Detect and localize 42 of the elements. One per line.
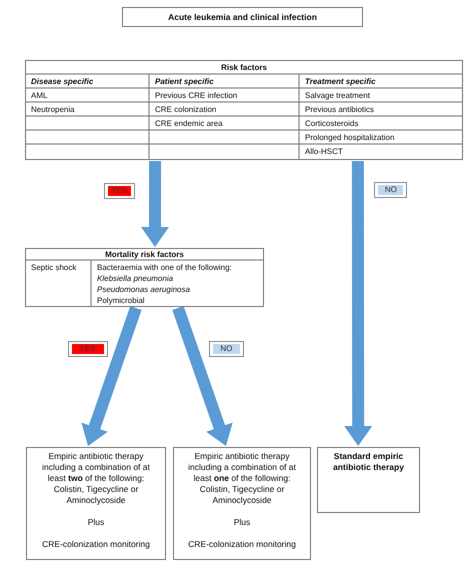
therapy-box	[317, 447, 420, 513]
table-cell: Neutropenia	[31, 104, 75, 115]
edge-label: YES	[68, 341, 108, 358]
table-cell: Corticosteroids	[305, 118, 358, 129]
process-box	[122, 7, 363, 27]
box-text: Plus	[232, 517, 252, 528]
box-text: Empiric antibiotic therapy including a combination of at least one of the following: Colistin, Tigecycline or Aminoclycoside	[187, 451, 297, 506]
table-cell: Klebsiella pneumonia	[97, 273, 174, 284]
table-cell: Pseudomonas aeruginosa	[97, 284, 190, 295]
table-header: Risk factors	[220, 62, 268, 73]
table-cell: Previous CRE infection	[155, 90, 238, 101]
table-cell: Previous antibiotics	[305, 104, 374, 115]
risk-factors-table	[25, 60, 463, 160]
box-text: Standard empiric antibiotic therapy	[332, 451, 405, 473]
table-cell: CRE colonization	[155, 104, 216, 115]
block-arrow	[172, 306, 233, 448]
therapy-box	[26, 447, 166, 560]
table-header: Mortality risk factors	[104, 249, 185, 260]
edge-label: YES	[104, 183, 135, 200]
table-cell: Treatment specific	[305, 76, 376, 87]
mortality-table	[25, 248, 264, 307]
box-text: Acute leukemia and clinical infection	[167, 12, 318, 23]
table-cell: Salvage treatment	[305, 90, 370, 101]
table-cell: Polymicrobial	[97, 295, 145, 306]
block-arrow	[81, 306, 142, 448]
edge-label: NO	[374, 182, 408, 198]
box-text: Plus	[86, 517, 106, 528]
table-cell: Prolonged hospitalization	[305, 132, 394, 143]
box-text: Empiric antibiotic therapy including a combination of at least two of the following: Colistin, Tigecycline or Aminoclycoside	[41, 451, 151, 506]
therapy-box	[173, 447, 311, 560]
table-cell: Septic shock	[31, 262, 76, 273]
table-cell: Patient specific	[155, 76, 214, 87]
box-text: CRE-colonization monitoring	[41, 539, 151, 550]
table-cell: Allo-HSCT	[305, 146, 343, 157]
edge-label: NO	[208, 341, 244, 358]
table-cell: Bacteraemia with one of the following:	[97, 262, 232, 273]
block-arrow	[141, 161, 170, 247]
block-arrow	[344, 161, 372, 446]
box-text: CRE-colonization monitoring	[187, 539, 297, 550]
table-cell: Disease specific	[31, 76, 94, 87]
table-cell: CRE endemic area	[155, 118, 223, 129]
table-cell: AML	[31, 90, 48, 101]
